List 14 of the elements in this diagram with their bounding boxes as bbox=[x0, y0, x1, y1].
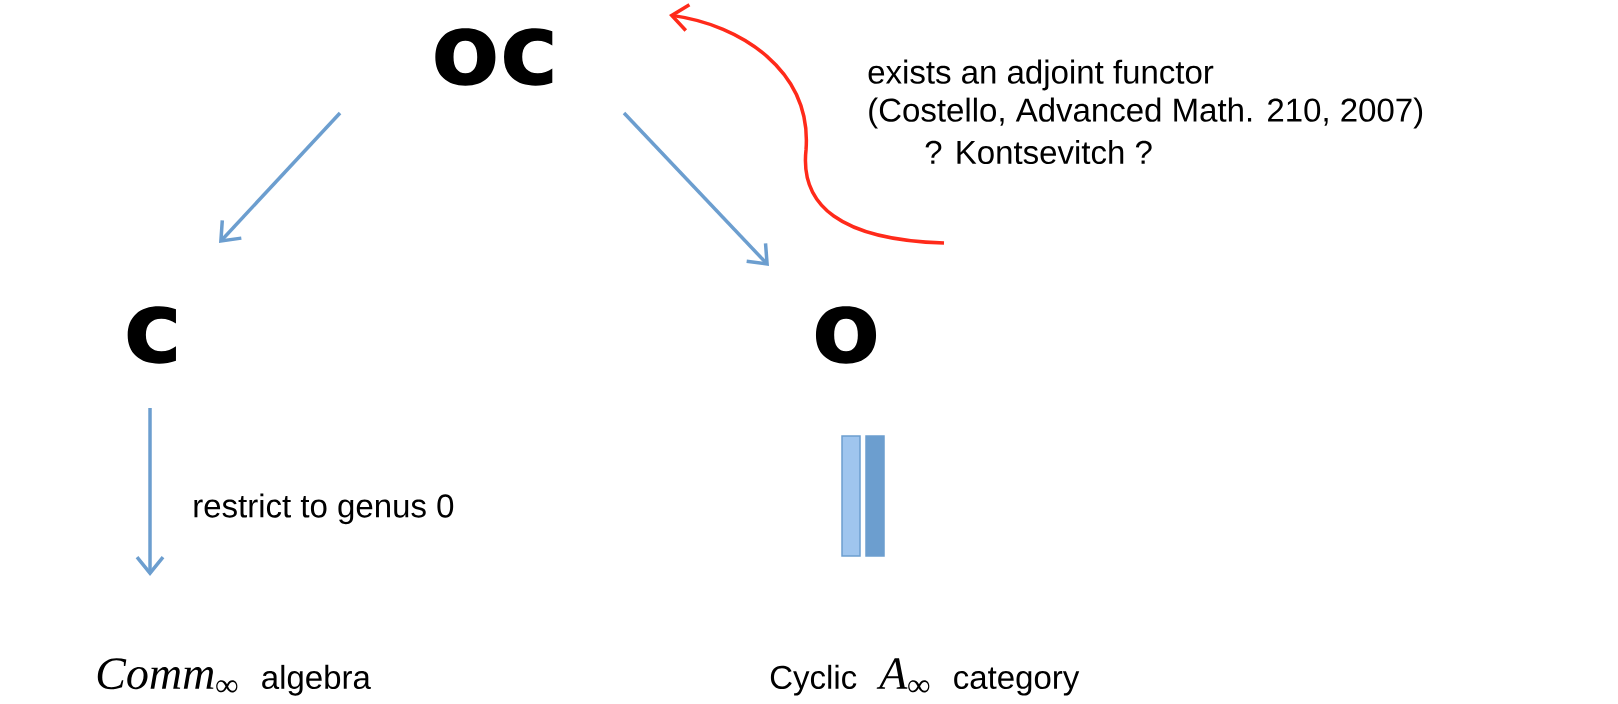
equals-sign bbox=[841, 435, 885, 557]
annotation-text: (Costello, Advanced Math. 210, 2007) bbox=[869, 97, 1423, 129]
math-symbol: o bbox=[815, 306, 877, 364]
math-label: Cyclic A$_{∞}$ category bbox=[770, 658, 1080, 696]
arrow bbox=[135, 408, 165, 576]
math-label: Comm$_{∞}$ algebra bbox=[97, 658, 371, 696]
edge-label: restrict to genus 0 bbox=[194, 493, 454, 525]
curved-arrow bbox=[669, 3, 945, 245]
arrow bbox=[219, 111, 342, 243]
arrow bbox=[622, 111, 769, 266]
annotation-text: exists an adjoint functor bbox=[868, 59, 1214, 91]
annotation-text: ? Kontsevitch ? bbox=[925, 139, 1152, 165]
math-symbol: oc bbox=[435, 28, 553, 86]
math-symbol: c bbox=[127, 306, 176, 364]
